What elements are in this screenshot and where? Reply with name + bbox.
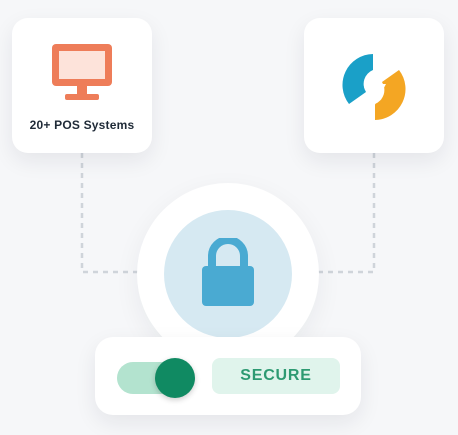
- left-connector: [80, 153, 140, 274]
- monitor-icon: [52, 44, 112, 100]
- right-connector: [318, 153, 376, 274]
- security-toggle[interactable]: [117, 358, 195, 398]
- pos-systems-card: 20+ POS Systems: [12, 18, 152, 153]
- pos-systems-label: 20+ POS Systems: [29, 118, 135, 132]
- lock-icon: [202, 238, 254, 306]
- toggle-knob[interactable]: [155, 358, 195, 398]
- secure-badge: SECURE: [212, 358, 340, 394]
- integration-logo-card: [304, 18, 444, 153]
- security-status-card: SECURE: [95, 337, 361, 415]
- lightning-logo-icon: [342, 54, 406, 120]
